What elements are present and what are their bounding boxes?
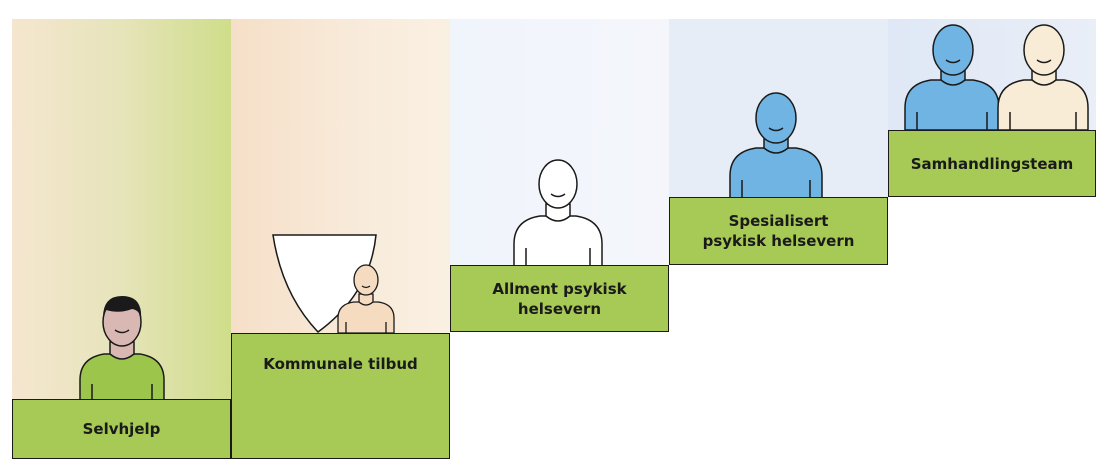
step-label: Samhandlingsteam <box>910 154 1074 173</box>
person-icon-samhandling-2 <box>997 24 1089 131</box>
person-icon-kommunale <box>337 264 395 334</box>
step-selvhjelp: Selvhjelp <box>12 399 231 459</box>
step-label: Selvhjelp <box>82 420 161 438</box>
step-kommunale-tilbud: Kommunale tilbud <box>231 333 450 459</box>
step-label: Spesialisert psykisk helsevern <box>702 212 855 250</box>
step-label: Allment psykisk helsevern <box>492 279 627 318</box>
step-allment-psykisk-helsevern: Allment psykisk helsevern <box>450 265 669 332</box>
person-icon-samhandling-1 <box>904 24 1000 131</box>
step-label: Kommunale tilbud <box>263 355 418 373</box>
desk-lamp-icon <box>272 234 377 333</box>
blank-area <box>888 197 1096 459</box>
person-icon-selvhjelp <box>79 296 165 401</box>
blank-area <box>450 332 669 459</box>
step-samhandlingsteam: Samhandlingsteam <box>888 130 1096 197</box>
blank-area <box>669 265 888 459</box>
person-icon-allment <box>513 159 603 267</box>
step-spesialisert-psykisk-helsevern: Spesialisert psykisk helsevern <box>669 197 888 265</box>
person-icon-spesialisert <box>729 92 823 199</box>
